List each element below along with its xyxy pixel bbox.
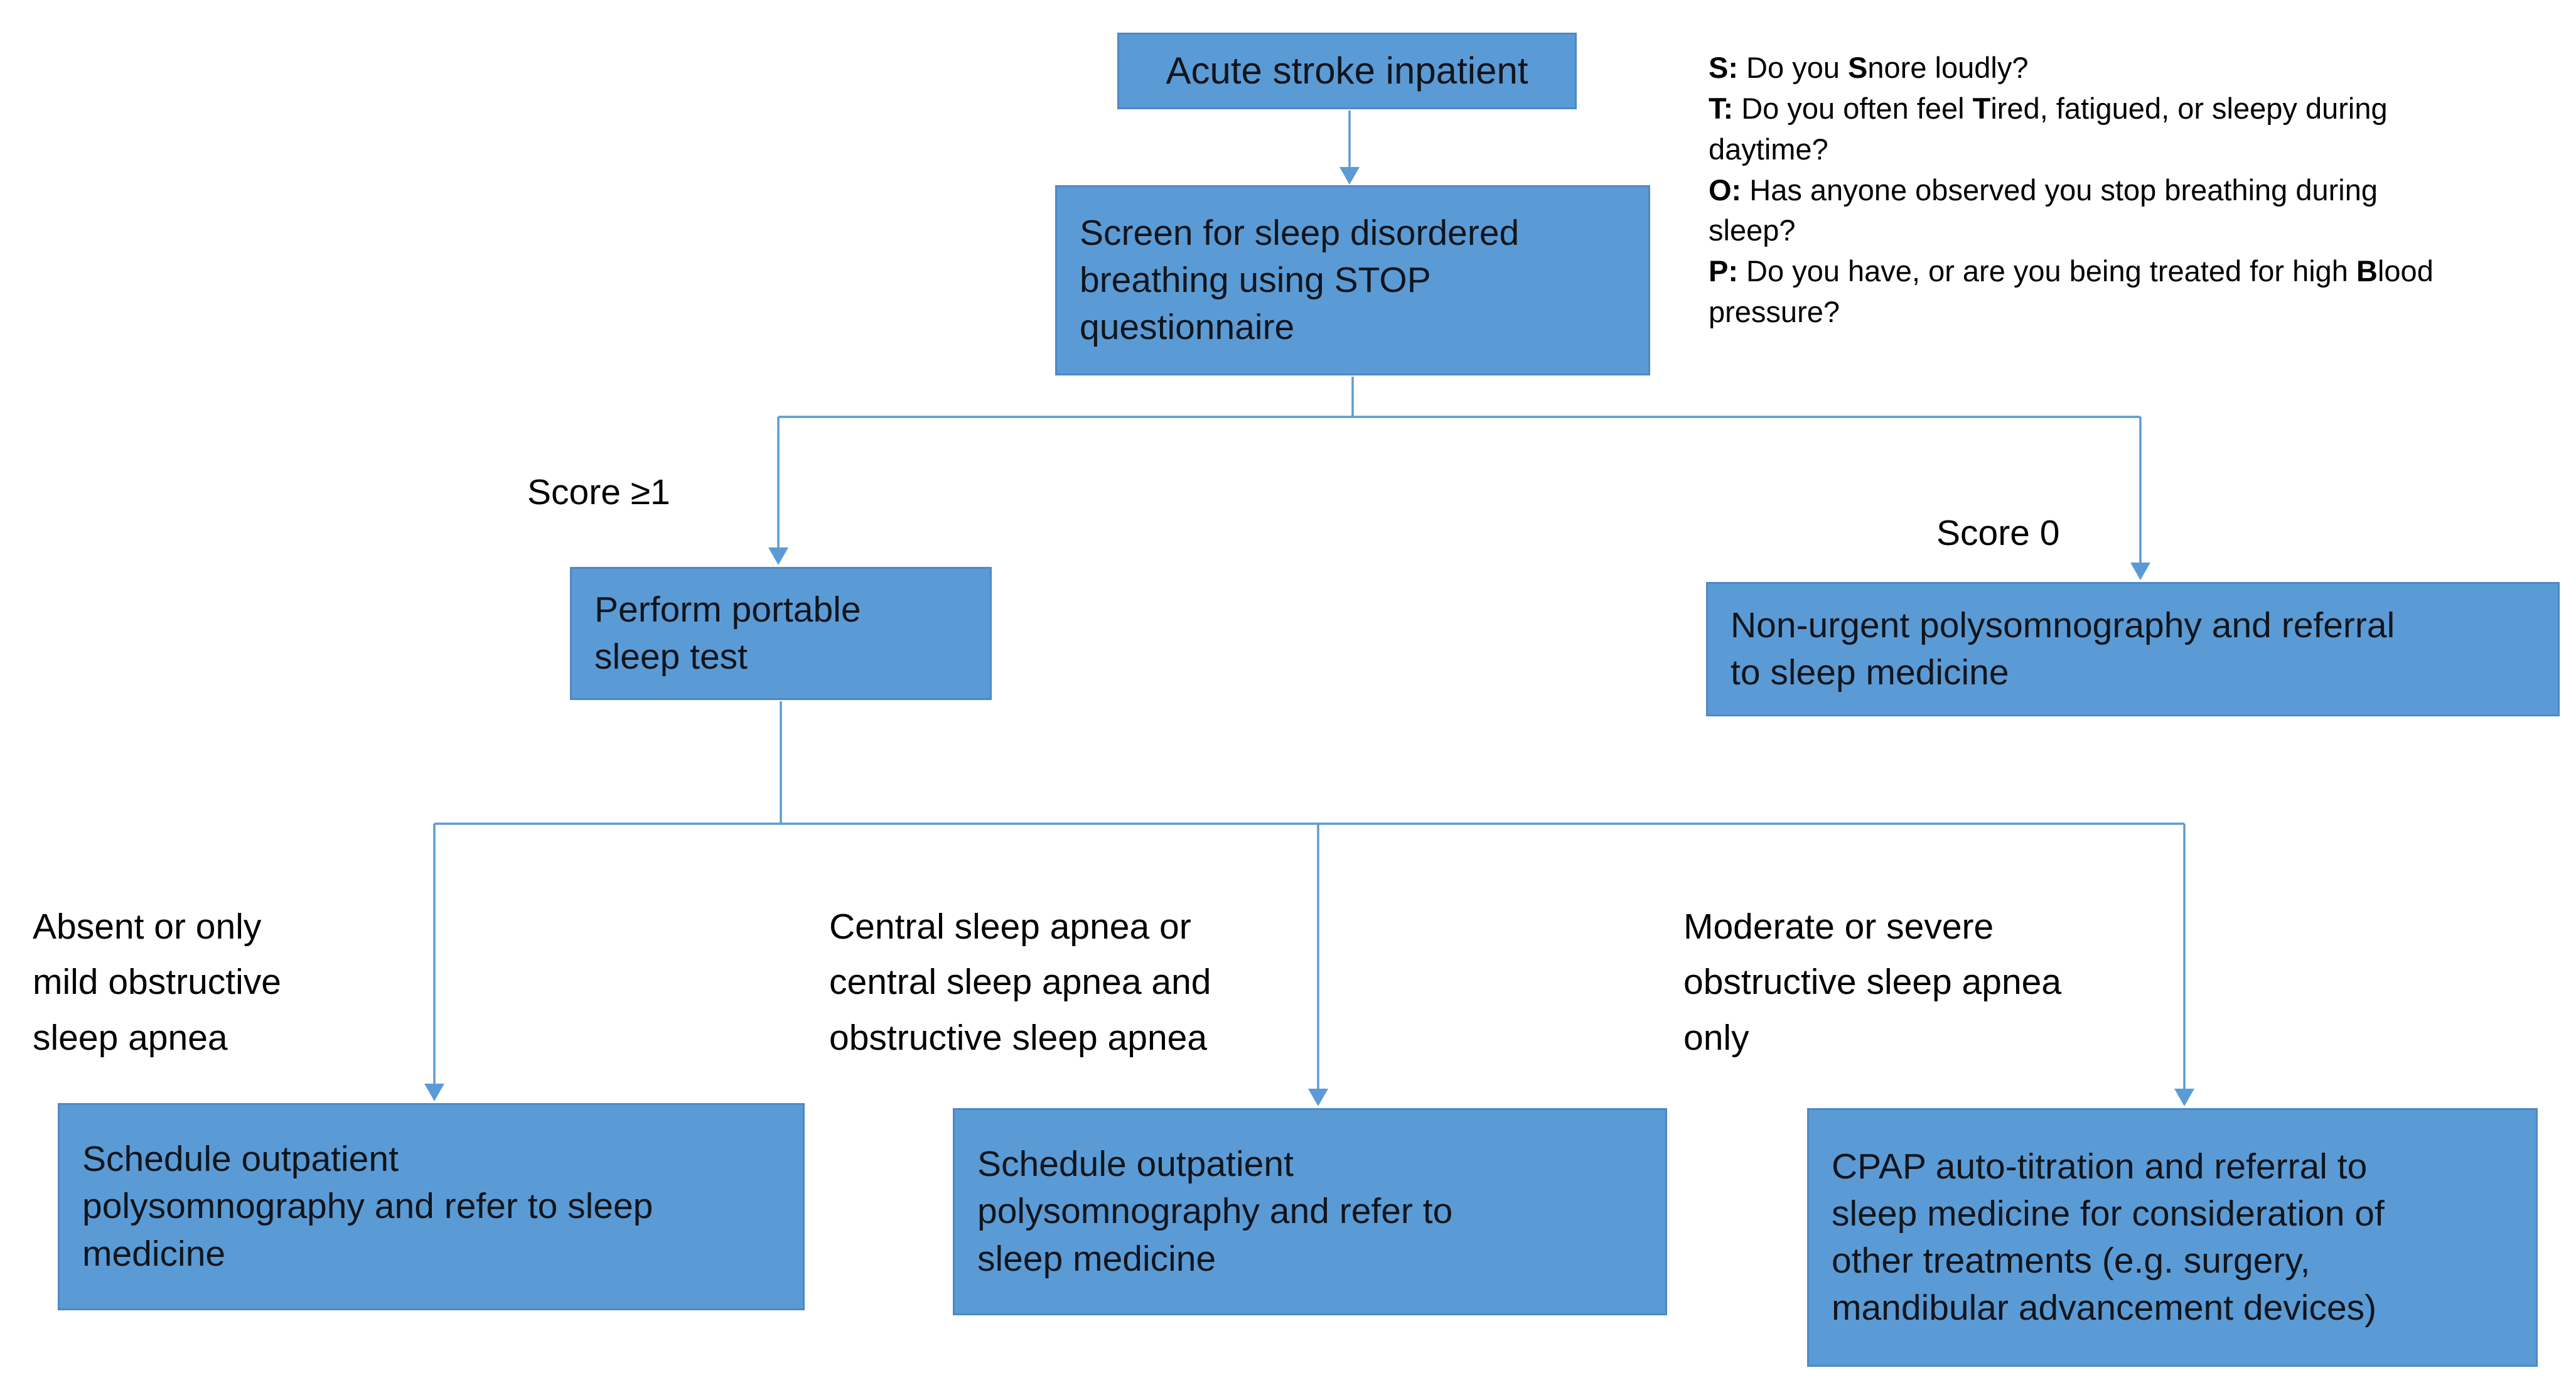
stop-question: O: Has anyone observed you stop breathin… (1709, 173, 2378, 247)
arrowhead-schedule-mid (1308, 1089, 1328, 1106)
stop-question: S: Do you Snore loudly? (1709, 51, 2029, 84)
arrowhead-cpap (2174, 1089, 2194, 1106)
connector-branch-to-cpap (2174, 824, 2194, 1106)
branch-label-absent-mild-osa: Absent or only mild obstructive sleep ap… (33, 907, 281, 1058)
node-acute-stroke-inpatient: Acute stroke inpatient (1117, 33, 1577, 109)
stop-questionnaire: S: Do you Snore loudly? T: Do you often f… (1709, 48, 2550, 333)
stop-question: P: Do you have, or are you being treated… (1709, 254, 2434, 329)
arrowhead-perform (768, 547, 788, 565)
node-label: Screen for sleep disordered breathing us… (1080, 212, 1520, 348)
branch-label-central-sleep-apnea: Central sleep apnea or central sleep apn… (829, 907, 1211, 1058)
connector-branch-to-schedule-mid (1308, 824, 1328, 1106)
connector-screen-branch (778, 377, 2140, 418)
node-schedule-outpatient-left: Schedule outpatient polysomnography and … (58, 1103, 805, 1310)
node-label: Non-urgent polysomnography and referral … (1731, 605, 2395, 692)
node-screen-stop-questionnaire: Screen for sleep disordered breathing us… (1055, 185, 1650, 375)
node-label: Schedule outpatient polysomnography and … (82, 1139, 653, 1274)
node-perform-portable-sleep-test: Perform portable sleep test (570, 567, 992, 700)
node-schedule-outpatient-mid: Schedule outpatient polysomnography and … (953, 1108, 1667, 1315)
branch-label-score-ge1: Score ≥1 (527, 472, 670, 512)
node-label: CPAP auto-titration and referral to slee… (1832, 1146, 2385, 1328)
arrowhead-screen (1339, 167, 1360, 185)
arrowhead-schedule-left (424, 1084, 444, 1101)
connector-perform-branch (434, 701, 2184, 825)
connector-branch-to-nonurgent (2130, 417, 2150, 580)
node-label: Acute stroke inpatient (1166, 50, 1528, 92)
connector-branch-to-schedule-left (424, 824, 444, 1101)
arrowhead-nonurgent (2130, 563, 2150, 580)
stop-question: T: Do you often feel Tired, fatigued, or… (1709, 91, 2388, 166)
node-label: Schedule outpatient polysomnography and … (977, 1144, 1453, 1279)
node-nonurgent-polysomnography: Non-urgent polysomnography and referral … (1706, 582, 2560, 716)
node-label: Perform portable sleep test (594, 589, 861, 677)
branch-label-moderate-severe-osa: Moderate or severe obstructive sleep apn… (1683, 907, 2062, 1058)
branch-label-score-0: Score 0 (1936, 513, 2060, 553)
connector-branch-to-perform (768, 417, 788, 565)
node-cpap-auto-titration: CPAP auto-titration and referral to slee… (1807, 1108, 2538, 1367)
connector-acute-to-screen (1339, 110, 1360, 185)
